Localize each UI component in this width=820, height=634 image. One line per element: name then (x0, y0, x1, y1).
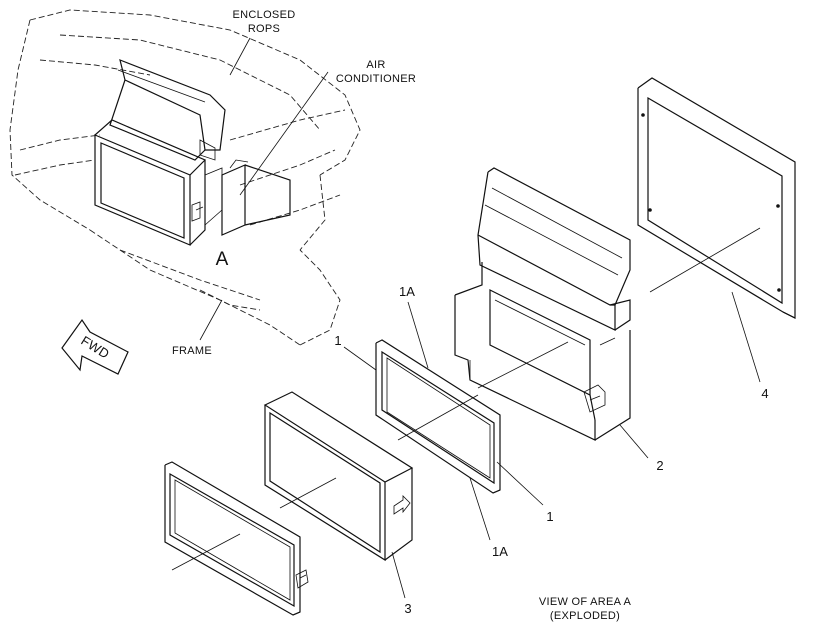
overview-illustration (9, 9, 361, 346)
callout-1-upper: 1 (334, 333, 341, 348)
filter-box (263, 391, 414, 562)
leader-4 (731, 291, 761, 383)
label-enclosed: ENCLOSED (233, 9, 296, 21)
leader-1-upper (343, 346, 377, 371)
callout-2: 2 (656, 458, 663, 473)
label-rops: ROPS (248, 23, 280, 35)
leader-frame (199, 299, 223, 341)
leader-1a-lower (469, 477, 491, 541)
label-air: AIR (366, 59, 385, 71)
assembly-line-2 (477, 341, 569, 389)
part-4-gasket-frame (637, 77, 796, 319)
label-conditioner: CONDITIONER (336, 73, 416, 85)
assembly-line-box (279, 477, 337, 509)
fwd-arrow-icon: FWD (61, 318, 129, 375)
leader-enclosed-rops (229, 37, 251, 76)
assembly-line-4 (649, 227, 761, 293)
callout-1a-upper: 1A (399, 284, 415, 299)
part-2-housing (454, 167, 631, 441)
leader-2 (619, 424, 649, 459)
leader-1-lower (496, 461, 544, 506)
assembly-line-3 (171, 533, 241, 571)
assembly-line-1 (397, 394, 479, 441)
leader-1a-upper (407, 301, 429, 369)
callout-1a-lower: 1A (492, 544, 508, 559)
label-frame: FRAME (172, 345, 212, 357)
part-1-gasket-panel (375, 339, 501, 494)
view-caption-line2: (EXPLODED) (550, 610, 620, 622)
leader-3 (391, 551, 406, 599)
callout-4: 4 (761, 386, 768, 401)
callout-1-lower: 1 (546, 509, 553, 524)
part-3-filter-panel (164, 461, 309, 616)
callout-3: 3 (404, 601, 411, 616)
leader-air-conditioner (239, 71, 329, 196)
view-caption-line1: VIEW OF AREA A (539, 596, 632, 608)
area-marker-a: A (216, 249, 229, 270)
